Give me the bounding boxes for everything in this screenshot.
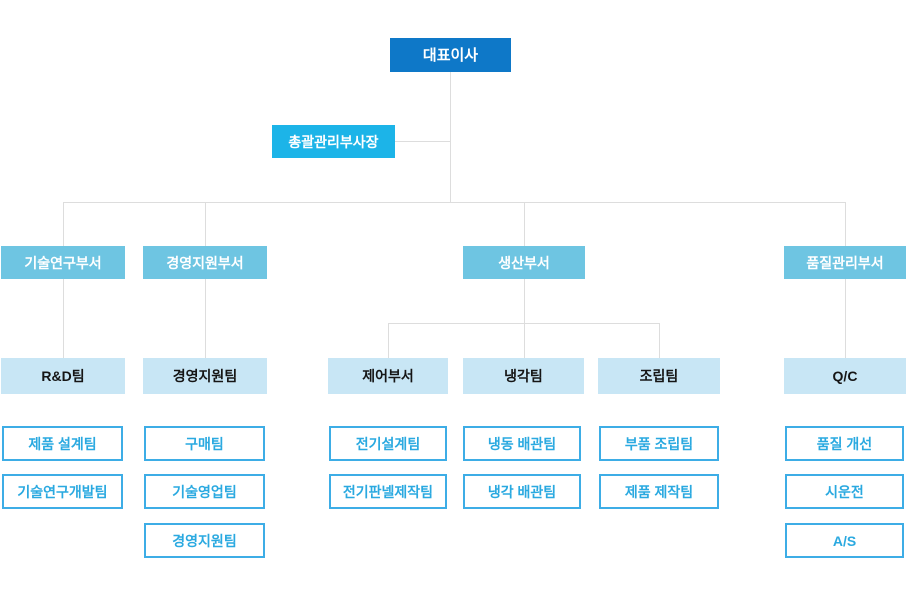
connector-management-support-to-team	[205, 279, 206, 358]
team-box-control: 제어부서	[328, 358, 448, 394]
dept-box-management-support: 경영지원부서	[143, 246, 267, 279]
dept-box-tech-research: 기술연구부서	[1, 246, 125, 279]
subteam-box-tech-rnd: 기술연구개발팀	[2, 474, 123, 509]
connector-tech-research-to-rnd	[63, 279, 64, 358]
subteam-box-electric-design: 전기설계팀	[329, 426, 447, 461]
connector-quality-to-qc	[845, 279, 846, 358]
connector-drop-assembly	[659, 323, 660, 358]
subteam-box-test-run: 시운전	[785, 474, 904, 509]
connector-production-rail	[388, 323, 659, 324]
team-box-cooling: 냉각팀	[463, 358, 584, 394]
dept-box-quality: 품질관리부서	[784, 246, 906, 279]
subteam-box-electric-panel: 전기판넬제작팀	[329, 474, 447, 509]
team-box-rnd: R&D팀	[1, 358, 125, 394]
connector-drop-management-support	[205, 202, 206, 246]
vp-box: 총괄관리부사장	[272, 125, 395, 158]
connector-production-trunk	[524, 279, 525, 323]
team-box-assembly: 조립팀	[598, 358, 720, 394]
team-box-management-support-team: 경영지원팀	[143, 358, 267, 394]
subteam-box-purchasing: 구매팀	[144, 426, 265, 461]
subteam-box-management-support-sub: 경영지원팀	[144, 523, 265, 558]
connector-drop-production	[524, 202, 525, 246]
subteam-box-quality-improvement: 품질 개선	[785, 426, 904, 461]
subteam-box-refrigeration-piping: 냉동 배관팀	[463, 426, 581, 461]
subteam-box-after-service: A/S	[785, 523, 904, 558]
team-box-qc: Q/C	[784, 358, 906, 394]
connector-vp-branch	[395, 141, 451, 142]
dept-box-production: 생산부서	[463, 246, 585, 279]
subteam-box-product-design: 제품 설계팀	[2, 426, 123, 461]
subteam-box-product-manufacturing: 제품 제작팀	[599, 474, 719, 509]
connector-drop-control	[388, 323, 389, 358]
subteam-box-cooling-piping: 냉각 배관팀	[463, 474, 581, 509]
connector-drop-tech-research	[63, 202, 64, 246]
connector-ceo-trunk	[450, 72, 451, 202]
connector-level2-rail	[63, 202, 845, 203]
connector-drop-quality	[845, 202, 846, 246]
subteam-box-parts-assembly: 부품 조립팀	[599, 426, 719, 461]
ceo-box: 대표이사	[390, 38, 511, 72]
connector-drop-cooling	[524, 323, 525, 358]
subteam-box-tech-sales: 기술영업팀	[144, 474, 265, 509]
